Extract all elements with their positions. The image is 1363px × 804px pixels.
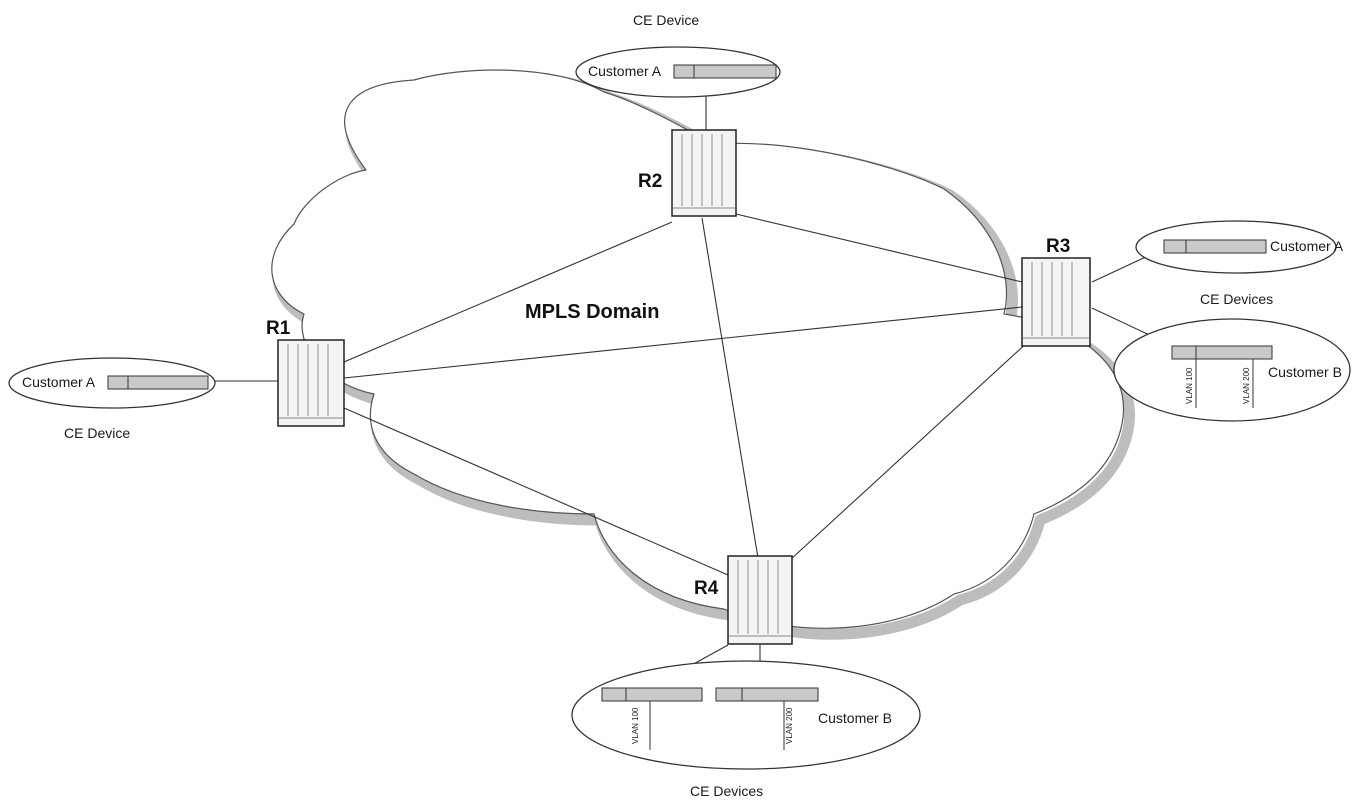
mpls-cloud (271, 69, 1135, 640)
ce-bottom-caption: CE Devices (690, 783, 763, 799)
ce-bottom-customer: Customer B (818, 710, 892, 726)
ce-right-a-switch (1163, 239, 1267, 254)
ce-right-b-ellipse (1113, 318, 1351, 422)
cloud-outline (271, 69, 1125, 629)
ce-left-switch (107, 375, 209, 390)
ce-top-switch (673, 64, 777, 79)
router-r4-slots (728, 560, 792, 637)
router-r3[interactable]: R3 (1021, 236, 1091, 347)
ce-left-customer: Customer A (22, 374, 96, 390)
ce-site-bottom[interactable]: VLAN 100 VLAN 200 Customer B (571, 660, 921, 770)
router-r3-label: R3 (1046, 236, 1070, 257)
link-r1-r2 (343, 221, 673, 363)
ce-bottom-switch-2 (715, 687, 819, 702)
router-r2-slots (672, 134, 736, 209)
ce-bottom-vlan-2: VLAN 200 (785, 707, 794, 744)
ce-right-caption: CE Devices (1200, 291, 1273, 307)
router-r3-body (1021, 257, 1091, 347)
core-links (343, 213, 1031, 576)
ce-right-b-switch (1171, 345, 1273, 360)
ce-top-caption: CE Device (633, 12, 699, 28)
ce-site-right-a[interactable]: Customer A (1135, 220, 1344, 274)
ce-right-b-vlan-2: VLAN 200 (1242, 367, 1251, 404)
ce-right-a-customer: Customer A (1270, 238, 1344, 254)
router-r2[interactable]: R2 (638, 129, 737, 217)
router-r4-body (727, 555, 793, 645)
router-r1[interactable]: R1 (266, 318, 345, 427)
ce-bottom-switch-1 (601, 687, 703, 702)
ce-bottom-vlan-1: VLAN 100 (631, 707, 640, 744)
ce-site-right-b[interactable]: VLAN 100 VLAN 200 Customer B (1113, 318, 1351, 422)
router-r4[interactable]: R4 (694, 555, 793, 645)
link-r1-r3 (343, 306, 1023, 379)
router-r2-body (671, 129, 737, 217)
router-r1-label: R1 (266, 318, 291, 339)
router-r4-label: R4 (694, 578, 719, 599)
link-r1-r4 (343, 407, 729, 576)
ce-left-caption: CE Device (64, 425, 130, 441)
router-r2-label: R2 (638, 171, 662, 192)
domain-label: MPLS Domain (525, 301, 659, 323)
ce-site-left[interactable]: Customer A CE Device (8, 357, 216, 441)
link-r2-r3 (735, 213, 1023, 283)
ce-site-top[interactable]: CE Device Customer A (575, 12, 781, 98)
router-r1-body (277, 339, 345, 427)
ce-top-customer: Customer A (588, 63, 662, 79)
link-r2-r4 (701, 217, 759, 559)
link-r3-r4 (789, 339, 1031, 561)
router-r3-slots (1022, 262, 1090, 339)
ce-right-b-customer: Customer B (1268, 364, 1342, 380)
ce-right-b-vlan-1: VLAN 100 (1185, 367, 1194, 404)
router-r1-slots (278, 344, 344, 419)
